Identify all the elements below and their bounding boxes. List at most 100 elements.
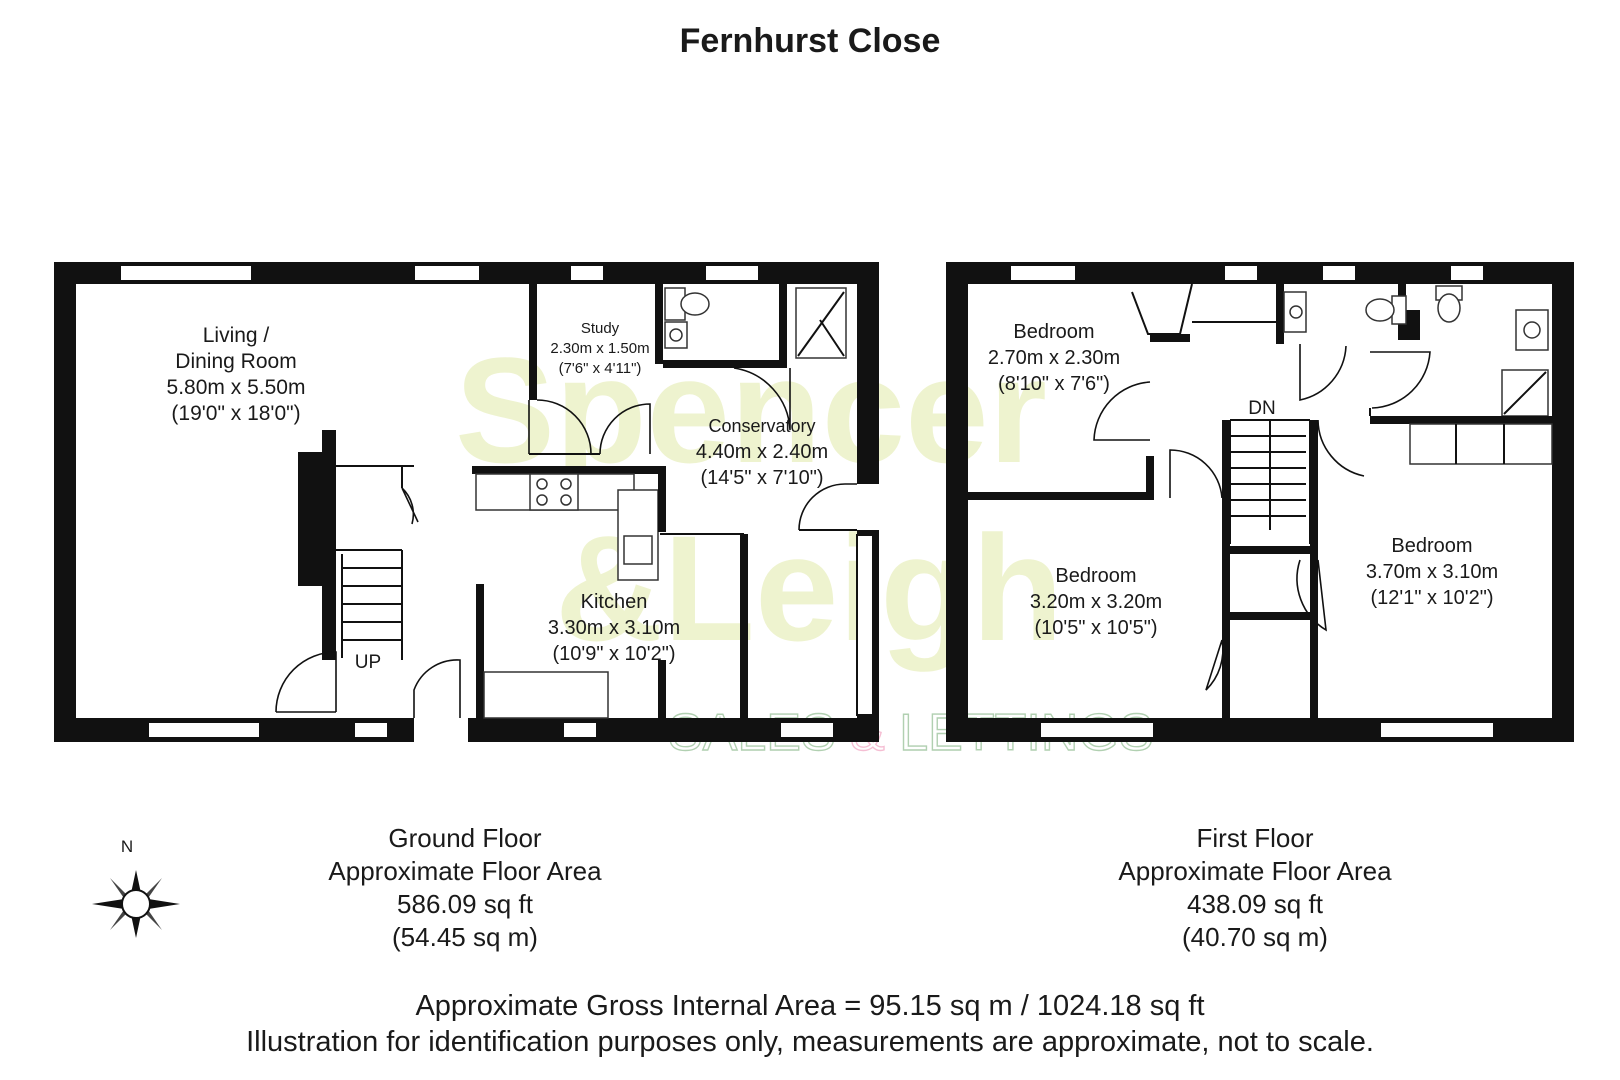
cupboard-wall — [1230, 612, 1310, 620]
window — [1009, 264, 1077, 282]
hob-icon — [529, 473, 579, 511]
living-room-label: Living / — [203, 324, 270, 347]
ground-floor-name: Ground Floor — [388, 823, 542, 853]
living-room-imperial: (19'0" x 18'0") — [171, 402, 300, 425]
cupboard-door — [1296, 559, 1327, 632]
bedroom2-right-wall — [1222, 554, 1230, 718]
bedroom1-bottom-wall — [968, 492, 1154, 500]
window — [1379, 721, 1495, 739]
side-door — [798, 483, 857, 531]
basin-bowl — [669, 328, 683, 342]
study-right-wall — [655, 284, 663, 364]
kitchen-right-wall — [740, 534, 748, 718]
study-door — [528, 399, 592, 455]
ground-floor-area: Ground Floor Approximate Floor Area 586.… — [300, 822, 630, 954]
bedroom3-metric: 3.70m x 3.10m — [1366, 561, 1498, 583]
gross-area-note: Approximate Gross Internal Area = 95.15 … — [415, 990, 1205, 1022]
bath-wall — [1406, 310, 1420, 340]
window — [353, 721, 389, 739]
basin-bowl — [1523, 321, 1541, 339]
ground-floor-plan — [54, 262, 879, 742]
kitchen-metric: 3.30m x 3.10m — [548, 617, 680, 639]
hob-ring — [536, 478, 548, 490]
first-top-wall — [946, 262, 1574, 284]
stair-wall — [322, 430, 336, 660]
first-left-wall — [946, 262, 968, 742]
compass-rose-icon — [92, 870, 180, 938]
kitchen-pillar — [658, 466, 666, 532]
stairs-down-label: DN — [1248, 398, 1275, 419]
cupboard-door-2 — [1205, 639, 1224, 691]
window — [569, 264, 605, 282]
stairs-down — [1229, 419, 1311, 544]
kitchen-label: Kitchen — [581, 591, 648, 613]
bedroom1-label: Bedroom — [1013, 321, 1094, 343]
bath-wall — [1276, 284, 1284, 344]
study-label: Study — [581, 320, 620, 337]
wardrobe — [1131, 283, 1193, 335]
first-floor-sqm: (40.70 sq m) — [1182, 922, 1328, 952]
conservatory-imperial: (14'5" x 7'10") — [700, 467, 823, 489]
bedroom2-label: Bedroom — [1055, 565, 1136, 587]
bedroom3-imperial: (12'1" x 10'2") — [1370, 587, 1493, 609]
wardrobes — [1409, 423, 1553, 465]
shower-tray-line — [1503, 371, 1547, 415]
window — [1449, 264, 1485, 282]
kitchen-left-wall — [476, 584, 484, 718]
living-room-metric: 5.80m x 5.50m — [167, 376, 306, 399]
bedroom2-door — [1169, 449, 1223, 499]
stair-wall — [1222, 420, 1230, 546]
chimney-breast — [298, 452, 322, 586]
first-floor-sqft: 438.09 sq ft — [1187, 889, 1323, 919]
ground-floor-area-label: Approximate Floor Area — [328, 856, 602, 886]
kitchen-counter — [483, 671, 609, 719]
sink-icon — [623, 535, 653, 565]
stairs-up — [341, 554, 402, 658]
bedroom2-metric: 3.20m x 3.20m — [1030, 591, 1162, 613]
first-floor-name: First Floor — [1196, 823, 1314, 853]
window — [562, 721, 598, 739]
shower-tray-line — [819, 319, 845, 357]
front-door — [413, 659, 461, 718]
bedroom1-top-wall — [1150, 334, 1190, 342]
ground-floor-sqft: 586.09 sq ft — [397, 889, 533, 919]
ground-left-wall — [54, 262, 76, 742]
window — [856, 534, 874, 716]
cupboard-door — [401, 487, 419, 525]
study-metric: 2.30m x 1.50m — [550, 340, 649, 357]
window — [1321, 264, 1357, 282]
kitchen-top-wall — [472, 466, 658, 474]
sink-unit — [617, 489, 659, 581]
stairs-up-label: UP — [355, 652, 381, 673]
first-floor-plan — [946, 262, 1574, 742]
hob-ring — [560, 494, 572, 506]
conservatory-metric: 4.40m x 2.40m — [696, 441, 828, 463]
window — [119, 264, 253, 282]
shower-wall — [779, 284, 787, 368]
first-floor-area-label: Approximate Floor Area — [1118, 856, 1392, 886]
first-floor-area: First Floor Approximate Floor Area 438.0… — [1090, 822, 1420, 954]
conservatory-right-wall — [857, 284, 879, 484]
bedroom3-door — [1317, 419, 1365, 477]
window — [413, 264, 481, 282]
bedroom3-left-wall — [1310, 554, 1318, 718]
first-right-wall — [1552, 262, 1574, 742]
hob-ring — [560, 478, 572, 490]
stair-wall — [1310, 420, 1318, 546]
conservatory-door — [733, 367, 791, 431]
study-door-2 — [599, 403, 651, 455]
bath-bottom-wall — [1370, 416, 1552, 424]
window — [1039, 721, 1155, 739]
toilet-icon — [1365, 298, 1395, 322]
window — [704, 264, 760, 282]
bathroom-door — [1299, 344, 1347, 401]
compass-north-label: N — [121, 837, 133, 856]
shower-tray-line — [797, 291, 845, 357]
bedroom2-imperial: (10'5" x 10'5") — [1034, 617, 1157, 639]
bathroom-door-2 — [1370, 351, 1431, 409]
window — [147, 721, 261, 739]
hob-ring — [536, 494, 548, 506]
ground-floor-sqm: (54.45 sq m) — [392, 922, 538, 952]
shower-room-wall — [663, 360, 779, 368]
